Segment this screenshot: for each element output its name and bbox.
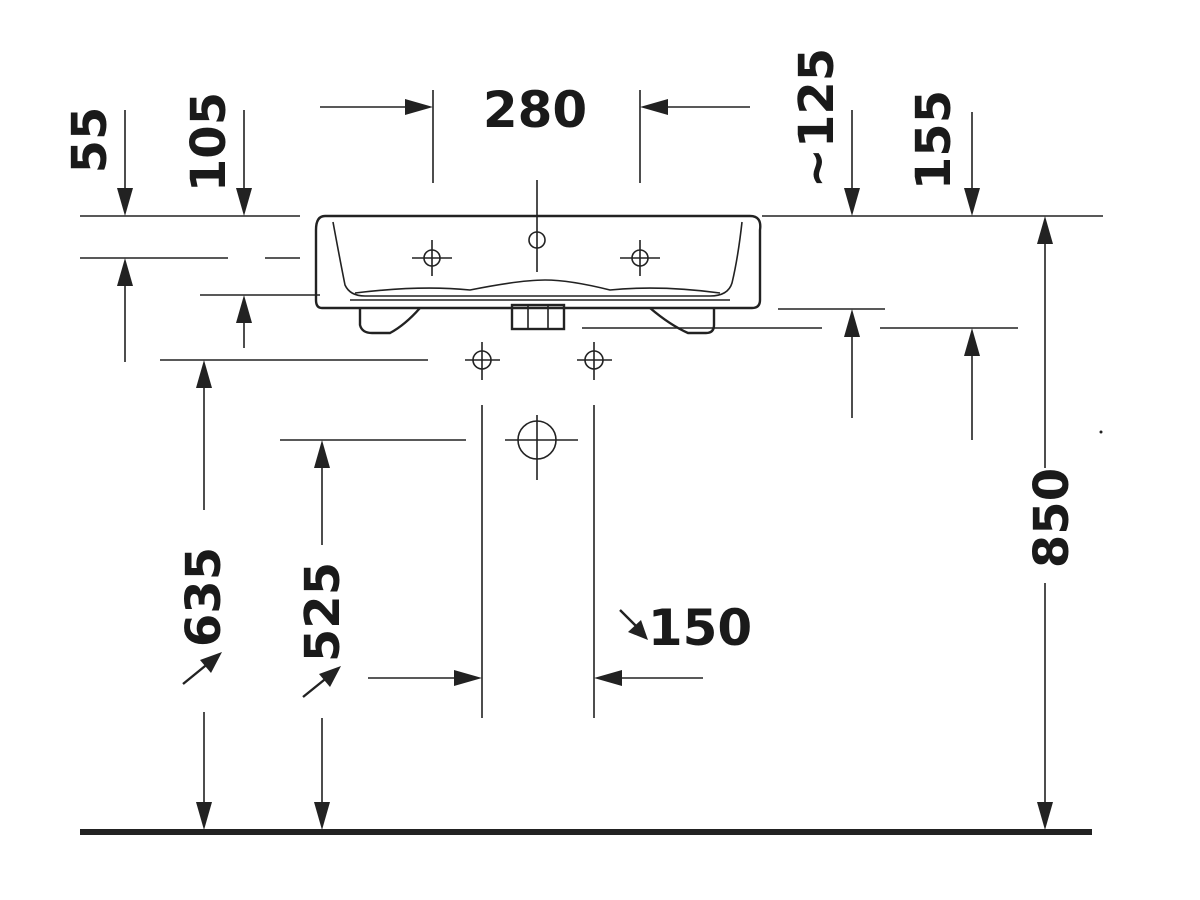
dimension-105-arrows bbox=[236, 110, 252, 348]
dimension-55-label: 55 bbox=[62, 107, 118, 174]
washbasin-outline bbox=[314, 214, 762, 335]
tap-hole-center bbox=[528, 180, 546, 272]
supply-connection-right bbox=[577, 342, 612, 380]
dimension-280-label: 280 bbox=[483, 81, 587, 139]
extension-lines bbox=[80, 90, 1103, 718]
waste-connection bbox=[505, 415, 578, 480]
dimension-635-label: 635 bbox=[176, 547, 232, 647]
dimension-635-arrows bbox=[182, 360, 222, 830]
dimension-850-label: 850 bbox=[1024, 468, 1080, 568]
dimension-150-label: 150 bbox=[648, 599, 752, 657]
dimension-150-arrows bbox=[368, 609, 703, 686]
dimension-525-label: 525 bbox=[295, 562, 351, 662]
dimension-525-arrows bbox=[302, 440, 341, 830]
dimension-55-arrows bbox=[117, 110, 133, 362]
dimension-155-label: 155 bbox=[906, 90, 962, 190]
dimension-850-arrows bbox=[1037, 216, 1053, 830]
stray-dot bbox=[1099, 430, 1103, 434]
supply-connection-left bbox=[465, 342, 500, 380]
dimension-125-arrows bbox=[844, 110, 860, 418]
dimension-105-label: 105 bbox=[181, 92, 237, 192]
tap-hole-right bbox=[620, 240, 660, 276]
dimension-155-arrows bbox=[964, 112, 980, 440]
dimension-280-arrows bbox=[320, 99, 750, 115]
dimension-150-leader bbox=[619, 609, 639, 629]
tap-hole-left bbox=[412, 240, 452, 276]
dimension-125-label: ~125 bbox=[789, 48, 845, 188]
